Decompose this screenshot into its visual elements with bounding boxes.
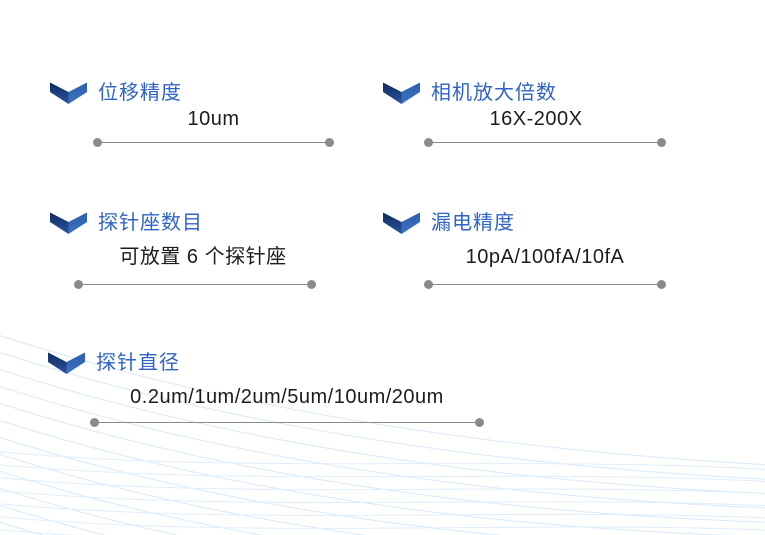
divider-endpoint-dot [424,280,433,289]
spec-header: 相机放大倍数 [383,81,557,105]
divider-line [102,142,325,143]
chevron-down-icon [383,212,420,234]
spec-header: 漏电精度 [383,211,515,235]
spec-label: 探针座数目 [98,212,203,234]
spec-value: 可放置 6 个探针座 [119,246,287,268]
chevron-down-icon [48,352,85,374]
divider-endpoint-dot [424,138,433,147]
chevron-down-icon [383,82,420,104]
spec-divider [90,418,484,427]
divider-endpoint-dot [307,280,316,289]
divider-line [433,284,657,285]
spec-divider [74,280,316,289]
spec-value: 10pA/100fA/10fA [465,246,625,268]
spec-divider [424,280,666,289]
spec-label: 相机放大倍数 [431,82,557,104]
divider-endpoint-dot [325,138,334,147]
divider-endpoint-dot [93,138,102,147]
divider-endpoint-dot [74,280,83,289]
divider-endpoint-dot [90,418,99,427]
spec-divider [424,138,666,147]
spec-value: 0.2um/1um/2um/5um/10um/20um [130,386,444,408]
divider-line [99,422,475,423]
divider-line [83,284,307,285]
spec-label: 漏电精度 [431,212,515,234]
spec-value: 16X-200X [489,108,583,130]
chevron-down-icon [50,212,87,234]
spec-label: 探针直径 [96,352,180,374]
chevron-down-icon [50,82,87,104]
divider-endpoint-dot [657,280,666,289]
spec-label: 位移精度 [98,82,182,104]
divider-endpoint-dot [657,138,666,147]
spec-header: 探针直径 [48,351,180,375]
divider-line [433,142,657,143]
spec-header: 探针座数目 [50,211,203,235]
divider-endpoint-dot [475,418,484,427]
spec-value: 10um [187,108,240,130]
spec-divider [93,138,334,147]
spec-header: 位移精度 [50,81,182,105]
